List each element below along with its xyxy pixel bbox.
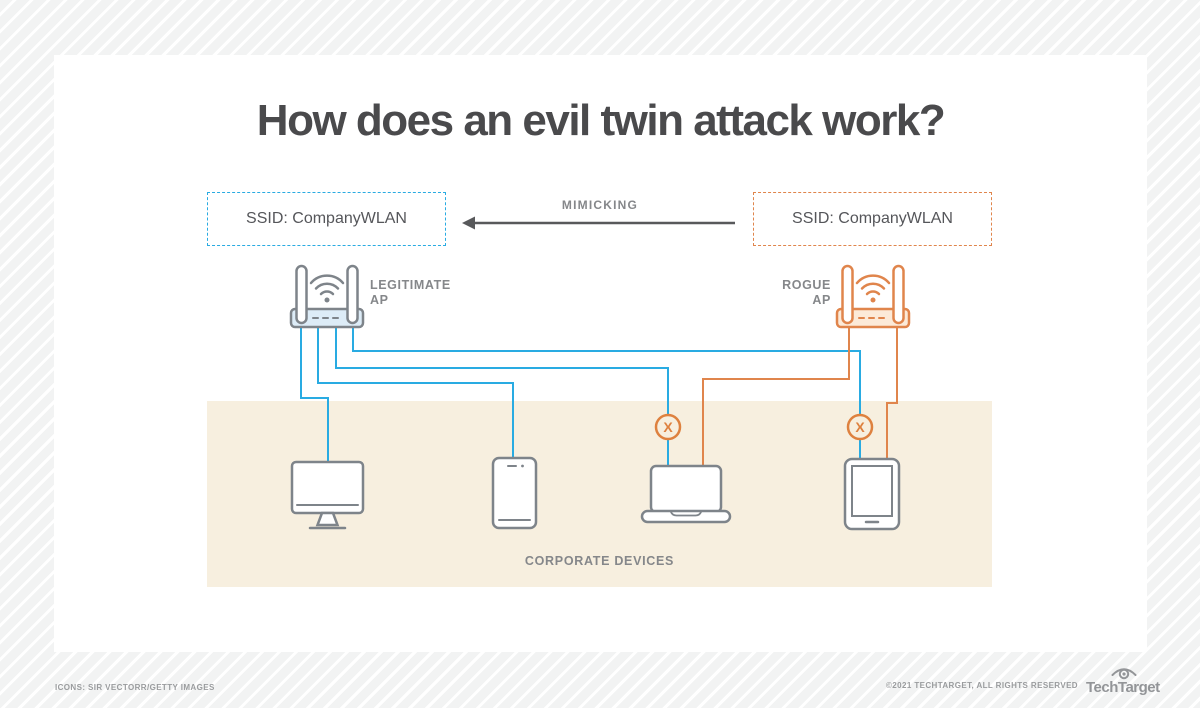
techtarget-logo: TechTarget (1086, 665, 1160, 696)
corporate-devices-label: CORPORATE DEVICES (524, 554, 675, 568)
tablet-icon (843, 457, 901, 531)
page-title: How does an evil twin attack work? (256, 96, 946, 145)
techtarget-eye-icon (1111, 668, 1137, 680)
connection-legit-desktop (300, 327, 329, 462)
ssid-label-legitimate: SSID: CompanyWLAN (246, 210, 407, 227)
rogue-ap-label-line2: AP (812, 292, 831, 307)
mimicking-label: MIMICKING (561, 198, 639, 212)
svg-text:X: X (855, 419, 865, 435)
legitimate-ap-label-line2: AP (370, 292, 389, 307)
legitimate-connections (300, 327, 861, 467)
ssid-label-rogue: SSID: CompanyWLAN (792, 210, 953, 227)
connection-legit-phone (317, 327, 514, 459)
mimicking-arrow-icon (462, 216, 735, 230)
legitimate-router-icon (289, 264, 365, 329)
legitimate-ap-label: LEGITIMATE AP (370, 278, 451, 307)
rogue-ap-label-line1: ROGUE (782, 278, 831, 292)
copyright-text: ©2021 TECHTARGET, ALL RIGHTS RESERVED (886, 681, 1078, 690)
techtarget-logo-text: TechTarget (1086, 679, 1160, 696)
rogue-router-icon (835, 264, 911, 329)
svg-text:X: X (663, 419, 673, 435)
legitimate-ap-label-line1: LEGITIMATE (370, 278, 451, 292)
smartphone-icon (491, 456, 538, 530)
footer-right: ©2021 TECHTARGET, ALL RIGHTS RESERVED Te… (886, 665, 1160, 696)
ssid-box-rogue: SSID: CompanyWLAN (753, 192, 992, 246)
rogue-connections (702, 328, 898, 467)
ssid-box-legitimate: SSID: CompanyWLAN (207, 192, 446, 246)
icon-credits: ICONS: SIR VECTORR/GETTY IMAGES (55, 683, 215, 692)
connection-rogue-laptop (702, 328, 850, 467)
desktop-monitor-icon (290, 460, 365, 530)
laptop-icon (640, 464, 732, 524)
connection-legit-laptop (335, 327, 669, 467)
broken-connection-x-icon: X (846, 413, 874, 441)
connection-rogue-tablet (886, 328, 898, 460)
broken-connection-x-icon: X (654, 413, 682, 441)
connection-legit-tablet (352, 327, 861, 460)
rogue-ap-label: ROGUE AP (740, 278, 831, 307)
